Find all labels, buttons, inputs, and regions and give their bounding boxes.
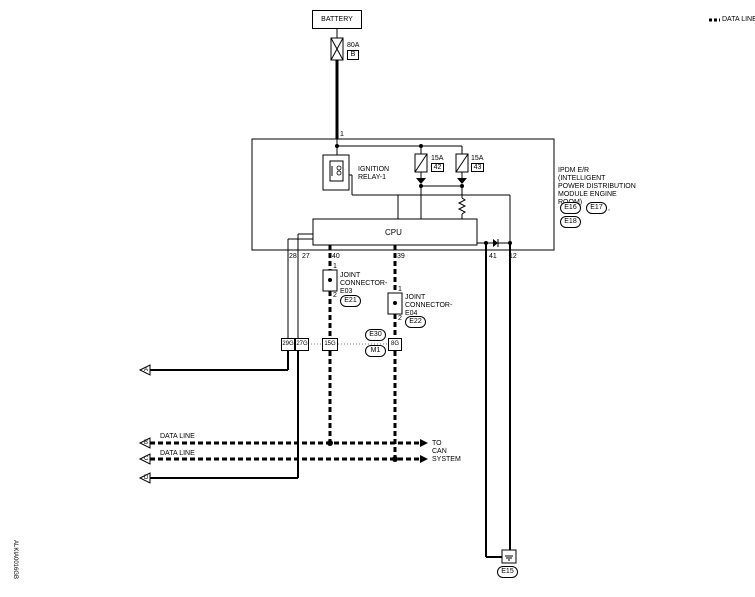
data-line-label-b: DATA LINE [160,433,195,440]
figure-code: ALKIA0016GB [12,540,18,580]
connector-e21: E21 [340,295,361,307]
joint-e03-pin-out: 2 [333,292,337,299]
page-ref-d: D [144,475,149,481]
fuse-80a-rating: 80A [347,42,360,49]
joint-e03-label: JOINT CONNECTOR- E03 [340,272,388,295]
cpu-box [312,218,478,246]
can-system-label: TO CAN SYSTEM [432,440,461,463]
joint-e03-pin-in: 1 [333,263,337,270]
fuse-42-id: 42 [431,163,444,172]
terminal-27g: 27G [295,338,309,351]
fuse-80a-id: B [347,50,359,60]
ipdm-pin-40: 40 [332,253,340,260]
fuse-42-rating: 15A [431,155,444,162]
connector-e18: E18 [560,216,581,228]
page-ref-a: A [144,367,149,373]
ipdm-frame [251,138,555,251]
terminal-15g: 15G [322,338,338,351]
connector-e30: E30 [365,329,386,341]
joint-e04-label: JOINT CONNECTOR- E04 [405,294,453,317]
joint-e04-pin-in: 1 [398,286,402,293]
data-line-label-c: DATA LINE [160,450,195,457]
ipdm-pin-1: 1 [340,131,344,138]
page-ref-b: B [144,440,149,446]
cpu-label: CPU [385,228,402,237]
ipdm-pin-28: 28 [289,253,297,260]
fuse-43-id: 43 [471,163,484,172]
connector-e16: E16 [560,202,581,214]
connector-separator: , [608,205,610,212]
joint-e04-pin-out: 2 [398,315,402,322]
connector-e22: E22 [405,316,426,328]
ignition-relay-label: IGNITION RELAY-1 [358,166,390,181]
ipdm-name: IPDM E/R (INTELLIGENT POWER DISTRIBUTION… [558,167,636,206]
ipdm-pin-27: 27 [302,253,310,260]
fuse-43-rating: 15A [471,155,484,162]
battery-box: BATTERY [312,10,362,29]
ipdm-pin-41: 41 [489,253,497,260]
connector-e15: E15 [497,566,518,578]
legend-label: DATA LINE [722,16,755,23]
ipdm-pin-12: 12 [509,253,517,260]
ipdm-pin-39: 39 [397,253,405,260]
terminal-29g: 29G [281,338,295,351]
connector-m1: M1 [365,345,386,357]
connector-e17: E17 [586,202,607,214]
terminal-8g: 8G [388,338,402,351]
relay-outline [322,154,350,191]
page-ref-c: C [144,456,149,462]
